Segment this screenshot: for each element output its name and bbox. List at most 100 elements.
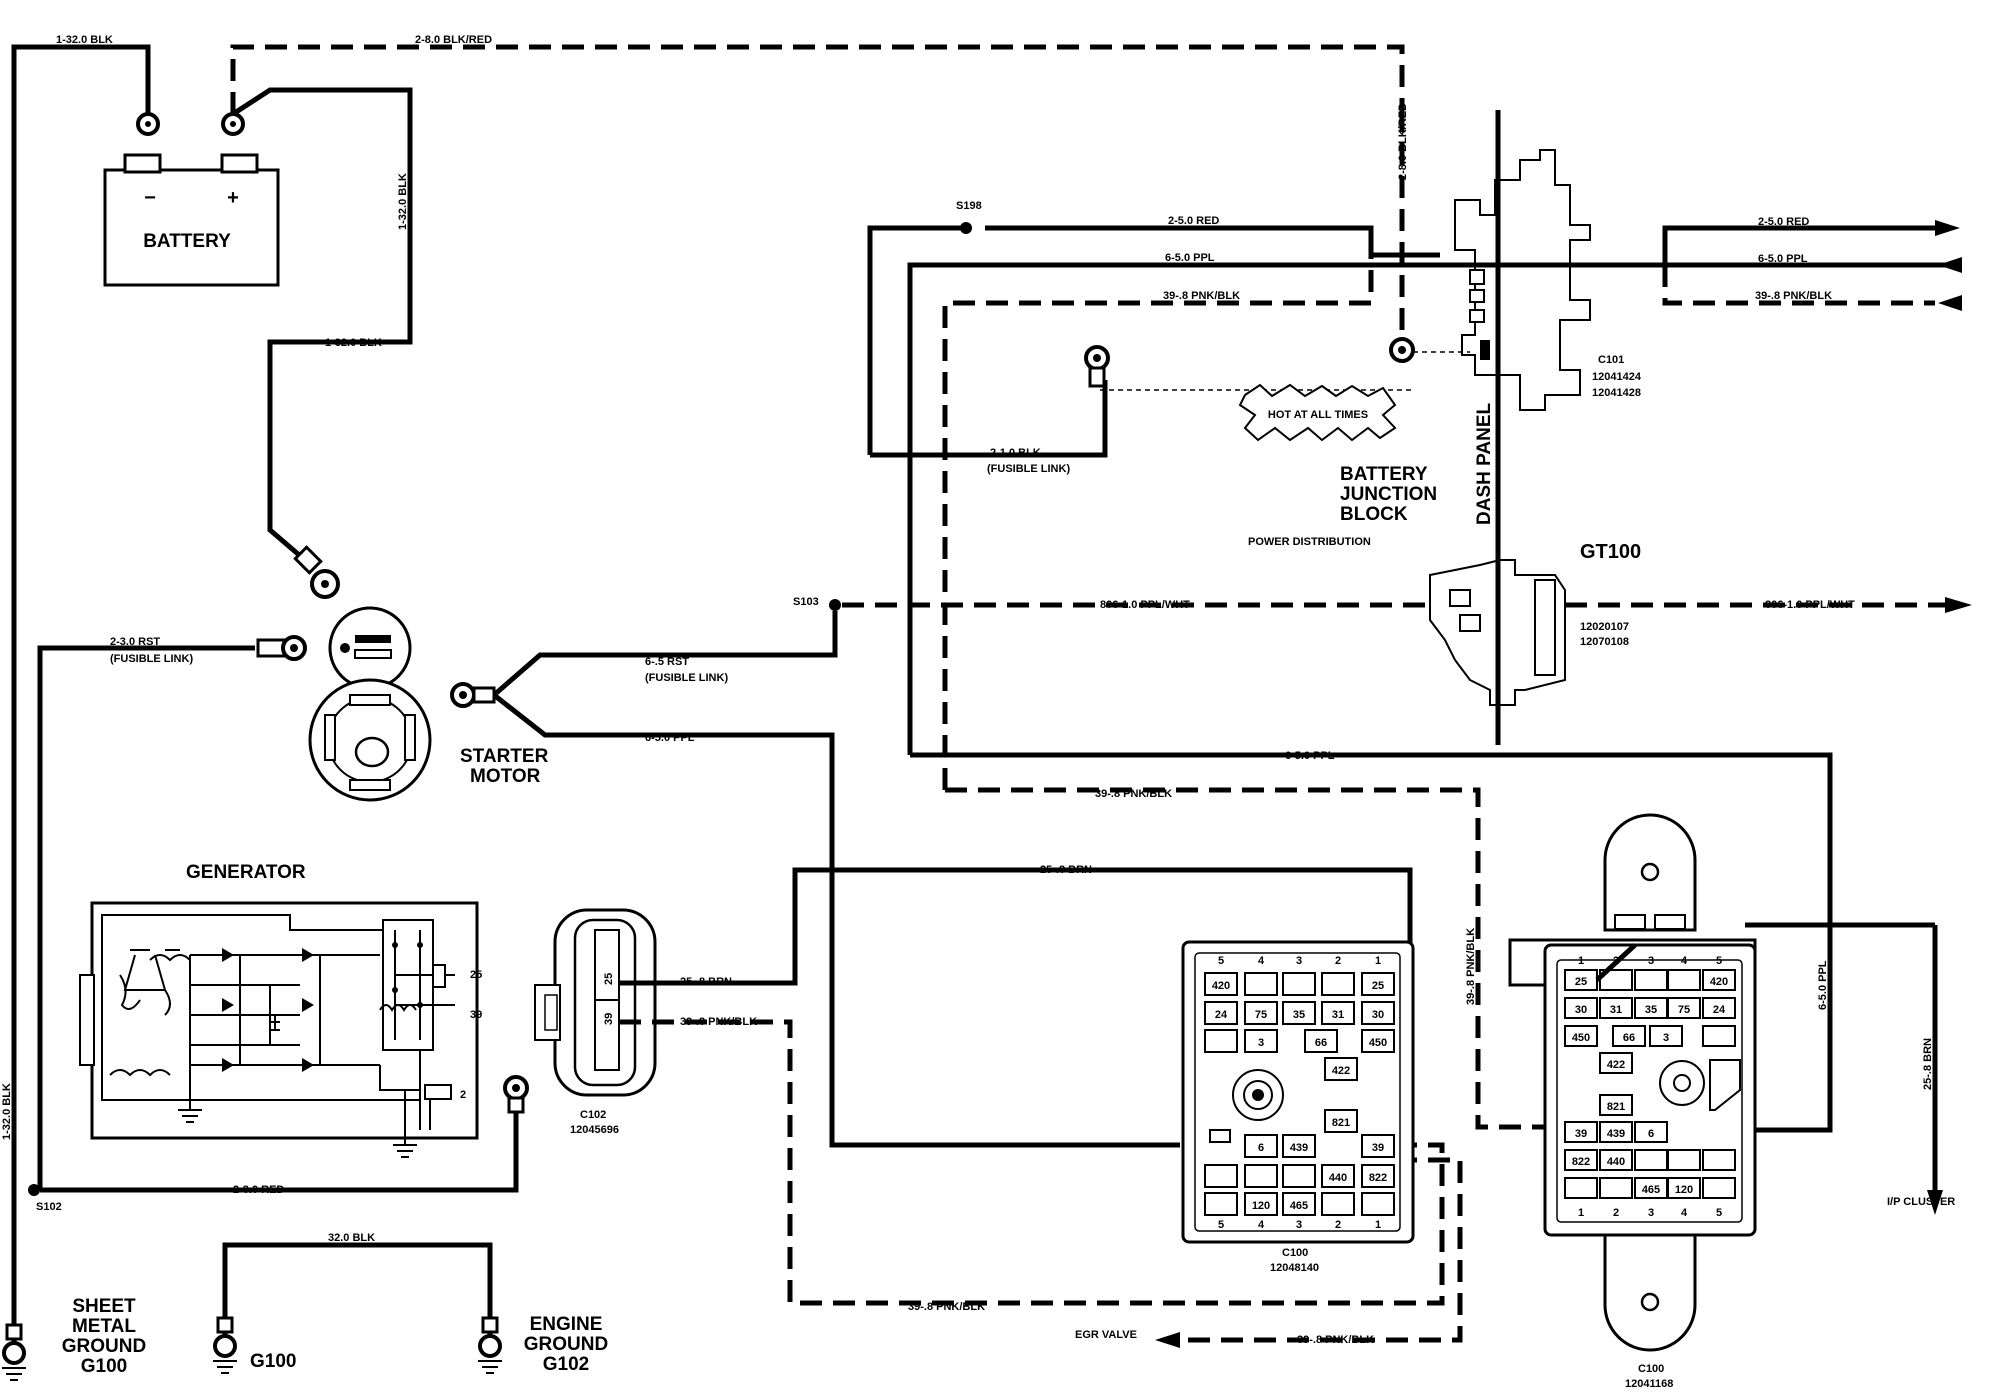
battery-label: BATTERY <box>143 231 231 252</box>
wire-pnk-c102 <box>619 1019 1445 1306</box>
column-number: 1 <box>1375 955 1381 967</box>
column-number: 2 <box>1613 1207 1619 1219</box>
fuse-label: 465 <box>1642 1184 1660 1196</box>
fuse-label: 450 <box>1572 1032 1590 1044</box>
wire-ppl-starter <box>492 693 1180 1148</box>
generator-pin-2: 2 <box>460 1089 466 1101</box>
power-distribution-label: POWER DISTRIBUTION <box>1248 536 1371 548</box>
starter-label: MOTOR <box>470 766 541 787</box>
wire-label: 2-8.0 BLK/RED <box>1397 103 1409 180</box>
fuse-label: 439 <box>1607 1128 1625 1140</box>
wire-label: 1-32.0 BLK <box>325 337 382 349</box>
wire-label: 2-8.0 RED <box>233 1184 284 1196</box>
ground-g100-sheet-icon <box>2 1323 26 1381</box>
column-number: 5 <box>1218 955 1224 967</box>
wire-label: 2-8.0 BLK/RED <box>415 34 492 46</box>
wire-battery-to-starter <box>231 87 413 562</box>
wire-label: 2-3.0 RST <box>110 636 160 648</box>
wire-label: 39-.8 PNK/BLK <box>1755 290 1832 302</box>
fuse-label: 25 <box>1372 980 1384 992</box>
column-number: 4 <box>1258 1219 1265 1231</box>
column-number: 5 <box>1218 1219 1224 1231</box>
battery-minus-label: − <box>144 187 156 209</box>
part-number: 12020107 <box>1580 621 1629 633</box>
fuse-label: 35 <box>1645 1004 1657 1016</box>
wire-right-red <box>1455 225 1935 268</box>
fuse-label: 30 <box>1575 1004 1587 1016</box>
wire-label: 6-5.0 PPL <box>1165 252 1215 264</box>
wire-right-pnk <box>1662 265 1935 306</box>
wire-brn-c100 <box>1595 943 1637 982</box>
wire-label: 6-5.0 PPL <box>1758 253 1808 265</box>
wire-label: 6-5.0 PPL <box>1817 960 1829 1010</box>
column-number: 4 <box>1681 955 1688 967</box>
column-number: 3 <box>1296 955 1302 967</box>
wire-label: 39-.8 PNK/BLK <box>1095 788 1172 800</box>
arrow-left-icon <box>1938 295 1962 311</box>
connector-label: C100 <box>1638 1363 1664 1375</box>
column-number: 1 <box>1578 1207 1584 1219</box>
wire-label: 39-.8 PNK/BLK <box>680 1016 757 1028</box>
wire-battery-negative <box>11 44 151 1350</box>
arrow-down-icon <box>1927 1190 1943 1215</box>
column-number: 4 <box>1258 955 1265 967</box>
wire-label: (FUSIBLE LINK) <box>110 653 193 665</box>
fuse-label: 39 <box>1372 1142 1384 1154</box>
wire-rst-starter <box>492 611 838 697</box>
connector-label: C102 <box>580 1109 606 1121</box>
fuse-label: 120 <box>1675 1184 1693 1196</box>
splice-label: S102 <box>36 1201 62 1213</box>
wire-red-bottom <box>40 1105 519 1193</box>
fuse-label: 120 <box>1252 1200 1270 1212</box>
generator <box>79 901 479 1158</box>
arrow-left-icon <box>1155 1332 1180 1348</box>
c102-pin-39: 39 <box>603 1013 615 1025</box>
wire-red-left <box>867 225 966 455</box>
fuse-label: 66 <box>1623 1032 1635 1044</box>
fuse-label: 822 <box>1369 1172 1387 1184</box>
connector-c102 <box>534 908 657 1097</box>
arrow-right-icon <box>1945 597 1972 613</box>
column-number: 1 <box>1578 955 1584 967</box>
wire-label: 1-32.0 BLK <box>1 1083 13 1140</box>
arrow-right-icon <box>1935 220 1960 236</box>
wire-label: 39-.8 PNK/BLK <box>1465 928 1477 1005</box>
ip-cluster-label: I/P CLUSTER <box>1887 1196 1955 1208</box>
fuse-label: 821 <box>1332 1117 1350 1129</box>
fuse-label: 420 <box>1212 980 1230 992</box>
starter-label: STARTER <box>460 746 549 767</box>
fuse-block-c100-right: 25 420 30 31 35 75 24 450 66 3 422 821 3… <box>1508 813 1757 1352</box>
ground-label: SHEET <box>72 1296 136 1317</box>
wire-pnk-top <box>942 255 1374 790</box>
fuse-label: 450 <box>1369 1037 1387 1049</box>
wire-label: 39-.8 PNK/BLK <box>908 1301 985 1313</box>
column-number: 3 <box>1296 1219 1302 1231</box>
part-number: 12048140 <box>1270 1262 1319 1274</box>
fuse-label: 822 <box>1572 1156 1590 1168</box>
jb-label: BLOCK <box>1340 504 1408 525</box>
wire-pnk-egr <box>1180 1157 1463 1343</box>
wire-label: 39-.8 PNK/BLK <box>1163 290 1240 302</box>
fuse-label: 440 <box>1607 1156 1625 1168</box>
part-number: 12045696 <box>570 1124 619 1136</box>
fuse-label: 420 <box>1710 976 1728 988</box>
wire-label: 39-.8 PNK/BLK <box>1297 1334 1374 1346</box>
wire-ppl-top <box>907 262 1455 755</box>
wire-label: 2-5.0 RED <box>1168 215 1219 227</box>
starter-motor <box>308 606 432 802</box>
fuse-label: 39 <box>1575 1128 1587 1140</box>
gt100-label: GT100 <box>1580 541 1641 563</box>
wire-red-right <box>985 225 1440 258</box>
ground-label: METAL <box>72 1316 136 1337</box>
fuse-label: 6 <box>1648 1128 1654 1140</box>
wire-battery-positive-blkred <box>230 44 1405 114</box>
part-number: 12041168 <box>1625 1378 1673 1390</box>
connector-c101 <box>1454 149 1591 411</box>
column-number: 1 <box>1375 1219 1381 1231</box>
wire-label: (FUSIBLE LINK) <box>645 672 728 684</box>
splice-label: S103 <box>793 596 819 608</box>
wire-label: 2-1.0 BLK <box>990 447 1041 459</box>
fuse-label: 75 <box>1678 1004 1690 1016</box>
connector-label: C100 <box>1282 1247 1308 1259</box>
wire-rst-left <box>37 645 255 1190</box>
